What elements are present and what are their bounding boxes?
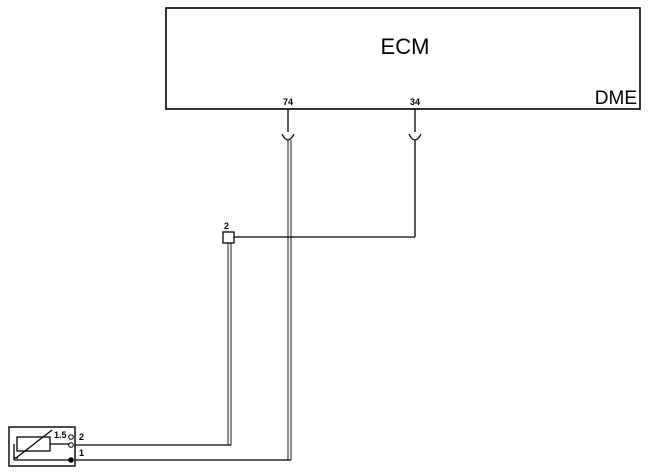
sensor-pin-mid: [68, 442, 74, 448]
ecm-pin-34-label: 34: [410, 97, 420, 107]
wire-pin-34[interactable]: [234, 109, 422, 238]
sensor-pin-top-label: 1.5: [54, 430, 67, 440]
connector-pin-34-icon: [408, 133, 422, 141]
connector-pin-74-icon: [281, 133, 295, 141]
sensor-pin-mid-label: 2: [79, 432, 84, 442]
sensor-pin-bottom: [68, 457, 74, 463]
wire-pin-74[interactable]: [74, 109, 295, 461]
splice-label: 2: [224, 221, 229, 231]
ecm-title: ECM: [381, 34, 430, 59]
ecm-box: [165, 7, 641, 110]
sensor-pin-bottom-label: 1: [79, 448, 84, 458]
splice-connector[interactable]: 2: [74, 221, 235, 446]
ecm-pin-74-label: 74: [283, 97, 293, 107]
splice-box: [222, 231, 235, 244]
ecm-module[interactable]: ECM DME: [165, 7, 641, 110]
ecm-system-label: DME: [595, 88, 637, 109]
sensor-pin-top: [68, 434, 74, 440]
temperature-sensor[interactable]: 1.5 2 1: [8, 426, 84, 467]
